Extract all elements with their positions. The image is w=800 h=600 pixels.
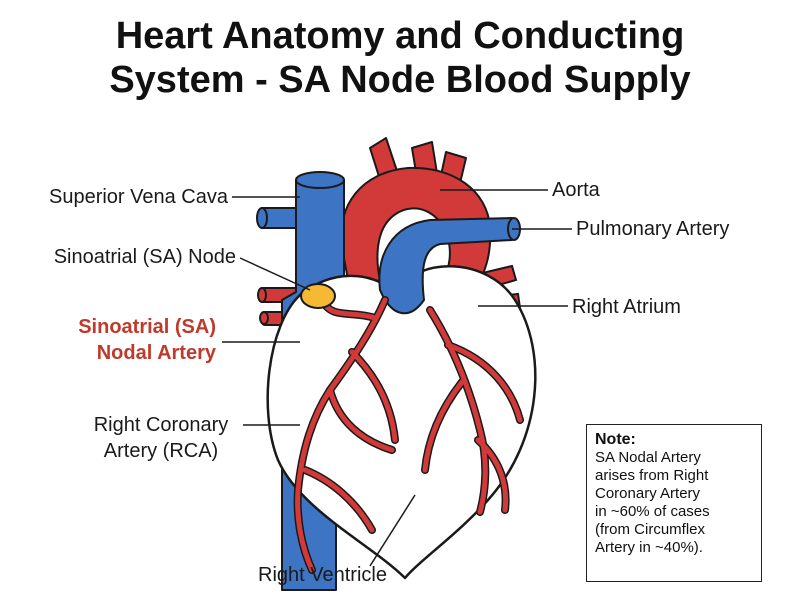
note-line-2: arises from Right xyxy=(595,467,709,484)
right-coronary-artery xyxy=(295,297,388,573)
label-rca-line-1: Right Coronary xyxy=(93,414,229,436)
leader-sa-node xyxy=(239,257,311,291)
pulmonary-artery xyxy=(378,217,513,315)
note-line-5: (from Circumflex xyxy=(595,521,706,538)
note-line-1: SA Nodal Artery xyxy=(595,449,701,466)
title-line-2: System - SA Node Blood Supply xyxy=(109,59,691,101)
svc-branch-opening xyxy=(256,207,268,229)
svc-opening xyxy=(295,171,345,189)
label-sa-nodal-artery-line-2: Nodal Artery xyxy=(96,342,216,364)
note-box: Note: SA Nodal Artery arises from Right … xyxy=(586,424,762,582)
leader-lines xyxy=(222,189,572,567)
label-sa-node: Sinoatrial (SA) Node xyxy=(53,246,236,268)
coronary-arteries xyxy=(293,296,524,574)
label-right-ventricle: Right Ventricle xyxy=(258,564,387,586)
label-superior-vena-cava: Superior Vena Cava xyxy=(48,186,228,208)
label-sa-nodal-artery-line-1: Sinoatrial (SA) xyxy=(78,316,216,338)
page-title: Heart Anatomy and Conducting System - SA… xyxy=(0,14,800,102)
note-line-4: in ~60% of cases xyxy=(595,503,710,520)
label-rca-line-2: Artery (RCA) xyxy=(103,440,219,462)
label-sa-nodal-artery: Sinoatrial (SA) Nodal Artery xyxy=(40,314,216,366)
label-aorta: Aorta xyxy=(552,179,600,201)
note-line-6: Artery in ~40%). xyxy=(595,539,703,556)
label-right-atrium: Right Atrium xyxy=(572,296,681,318)
note-line-3: Coronary Artery xyxy=(595,485,701,502)
leader-right-ventricle xyxy=(369,494,416,567)
title-line-1: Heart Anatomy and Conducting xyxy=(115,15,685,57)
note-title: Note: xyxy=(595,431,636,448)
label-right-coronary-artery: Right Coronary Artery (RCA) xyxy=(80,412,242,464)
label-pulmonary-artery: Pulmonary Artery xyxy=(576,218,730,240)
